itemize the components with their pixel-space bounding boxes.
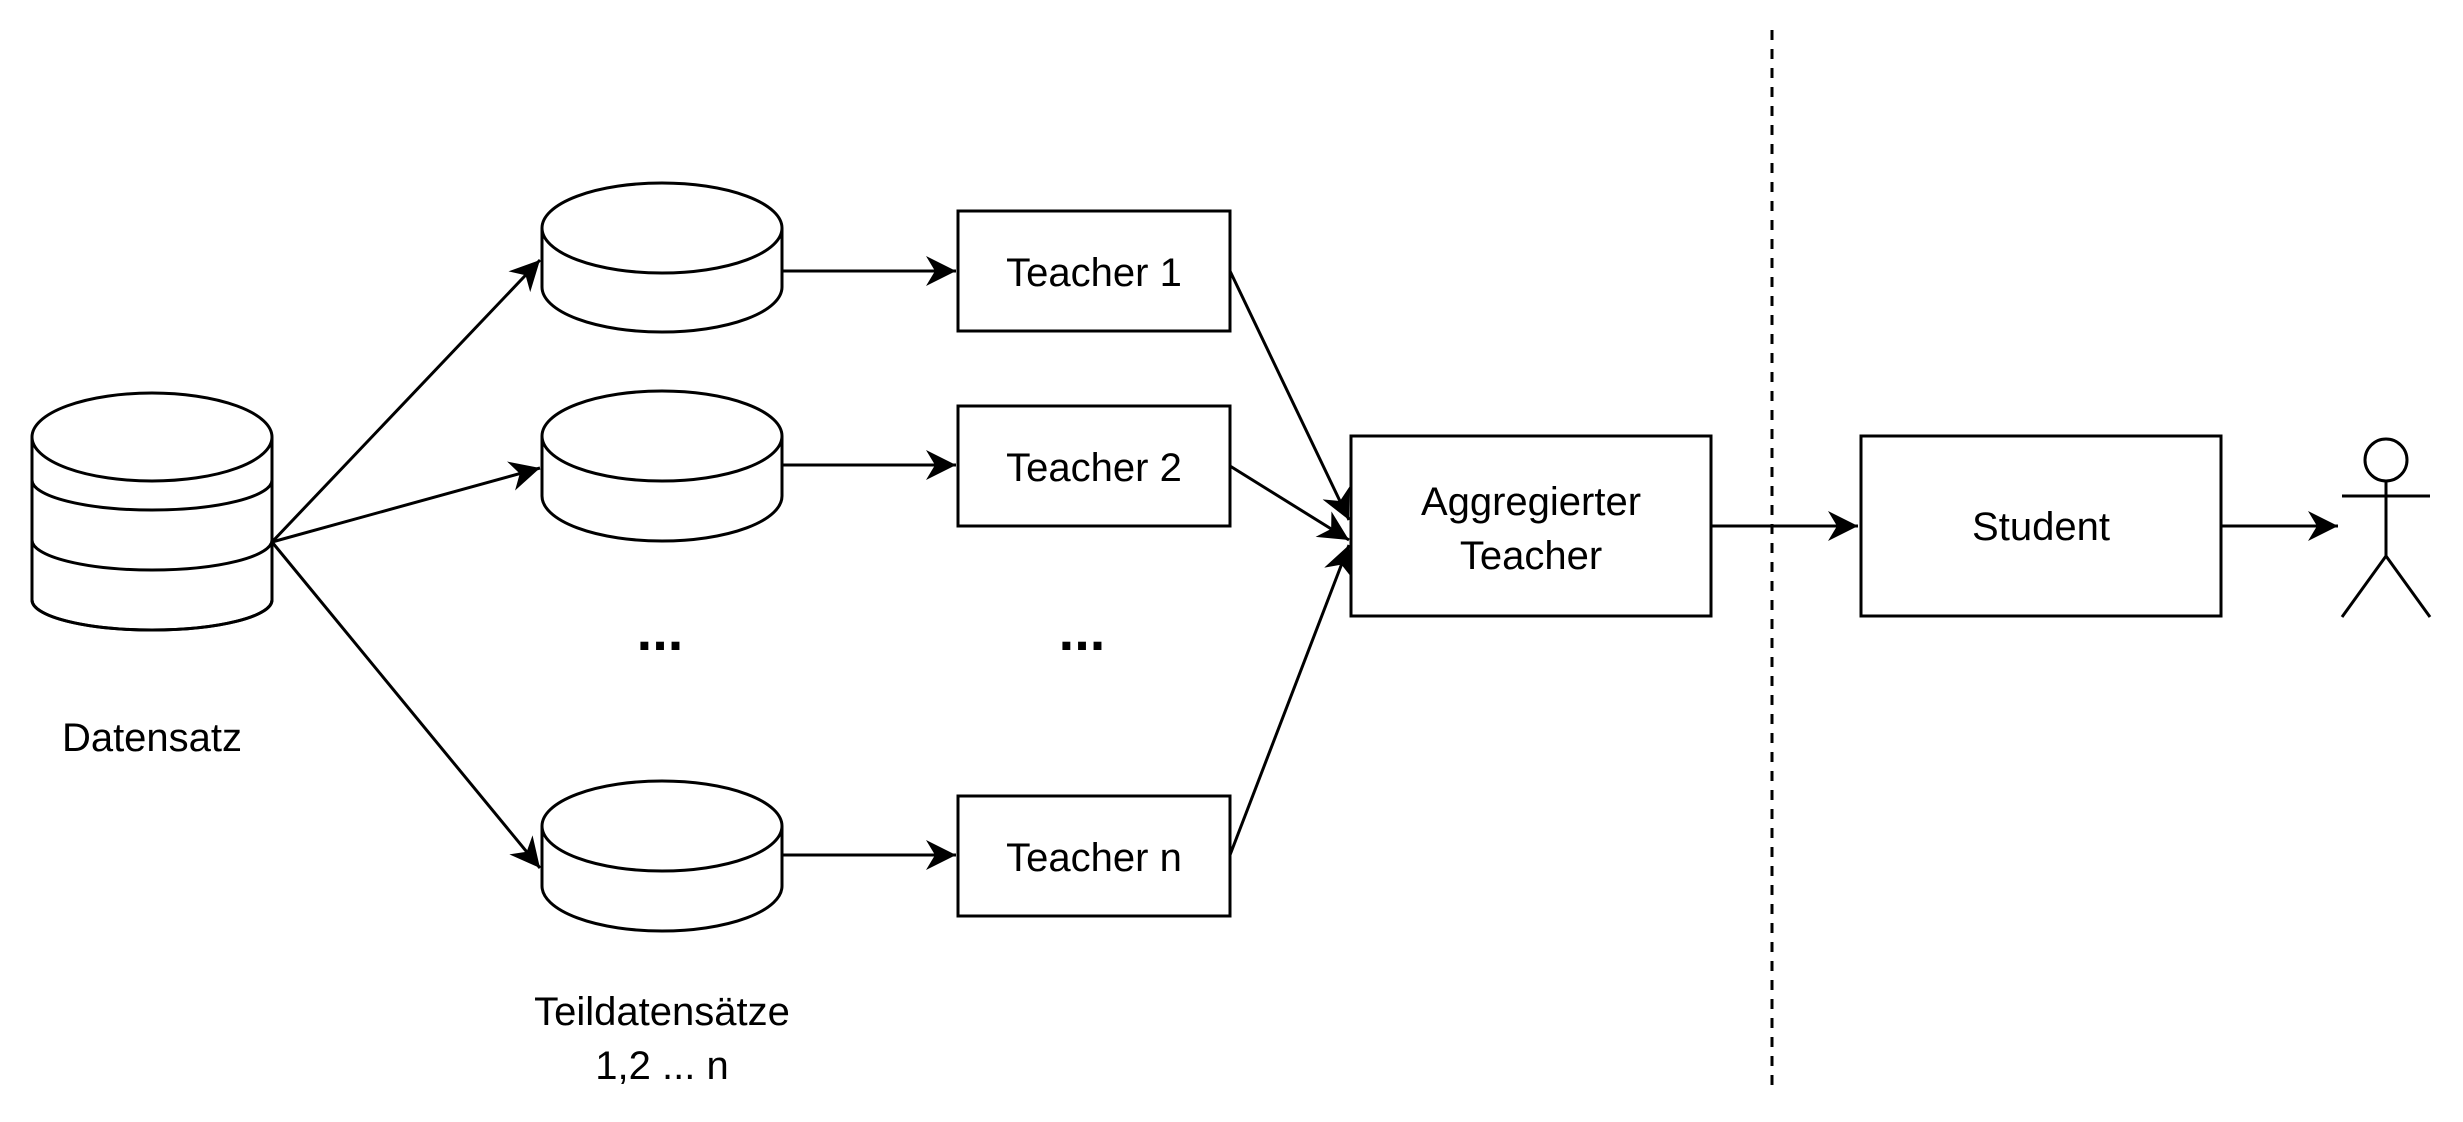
arrow-dataset-to-subset-n — [270, 541, 542, 869]
subsets-label-line1: Teildatensätze — [534, 990, 790, 1034]
student-box: Student — [1859, 434, 2223, 618]
subsets-label-line2: 1,2 ... n — [595, 1044, 728, 1088]
arrow-teacher-1-to-aggregated — [1228, 270, 1351, 521]
teacher-ellipsis: ... — [1059, 599, 1106, 662]
subset-ellipsis: ... — [637, 599, 684, 662]
aggregated-teacher-label-line1: Aggregierter — [1421, 480, 1641, 524]
teacher-1-box: Teacher 1 — [956, 209, 1232, 333]
subset-2-database-icon — [540, 389, 784, 543]
arrow-dataset-to-subset-2 — [271, 461, 541, 544]
user-actor-icon — [2340, 437, 2432, 618]
aggregated-teacher-label-line2: Teacher — [1460, 534, 1602, 578]
aggregated-teacher-box: Aggregierter Teacher — [1349, 434, 1713, 618]
subset-n-database-icon — [540, 779, 784, 933]
teacher-2-box: Teacher 2 — [956, 404, 1232, 528]
dataset-database-icon — [30, 391, 274, 632]
teacher-1-label: Teacher 1 — [1006, 251, 1182, 295]
arrow-teacher-n-to-aggregated — [1228, 544, 1353, 856]
arrow-dataset-to-subset-1 — [270, 258, 542, 544]
arrow-teacher-2-to-aggregated — [1229, 464, 1350, 542]
teacher-n-label: Teacher n — [1006, 836, 1182, 880]
dataset-label: Datensatz — [62, 716, 242, 760]
teacher-n-box: Teacher n — [956, 794, 1232, 918]
student-label: Student — [1972, 505, 2110, 549]
subset-1-database-icon — [540, 181, 784, 334]
teacher-2-label: Teacher 2 — [1006, 446, 1182, 490]
